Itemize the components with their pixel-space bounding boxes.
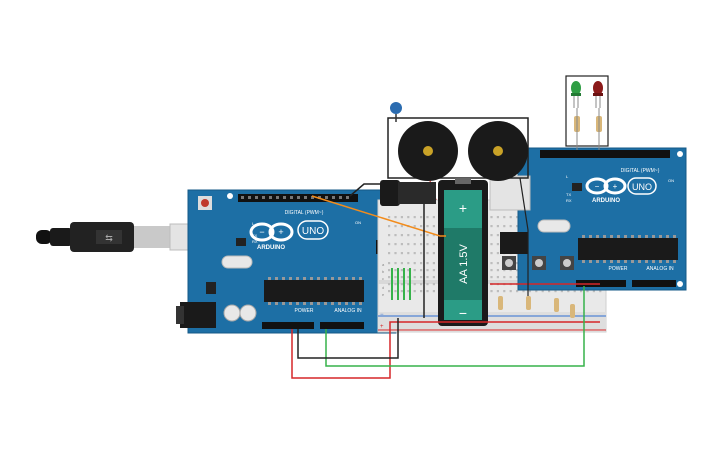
resistor-icon bbox=[574, 116, 602, 132]
bb-row-a: a bbox=[382, 262, 385, 267]
usb-cable-icon[interactable]: ⇆ bbox=[36, 222, 205, 252]
left-led-l: L bbox=[252, 221, 255, 226]
bb-row-d: d bbox=[382, 285, 384, 290]
wire-orange bbox=[311, 195, 446, 237]
bb-row-b: b bbox=[382, 269, 385, 274]
right-led-tx: TX bbox=[566, 192, 571, 197]
wire-green-main bbox=[325, 286, 585, 367]
battery-label: AA 1.5V bbox=[458, 243, 470, 283]
arduino-logo-right: − + bbox=[585, 177, 627, 195]
usb-plug-top[interactable] bbox=[380, 180, 436, 206]
bb-rail-plus: + bbox=[380, 324, 384, 330]
left-digital-label: DIGITAL (PWM~) bbox=[285, 210, 324, 216]
potentiometer-icon[interactable] bbox=[390, 102, 402, 122]
svg-text:+: + bbox=[613, 182, 618, 191]
left-led-tx: TX bbox=[252, 233, 257, 238]
left-analog-label: ANALOG IN bbox=[334, 308, 362, 314]
svg-text:−: − bbox=[595, 182, 600, 191]
red-led[interactable] bbox=[593, 81, 603, 108]
right-digital-label: DIGITAL (PWM~) bbox=[621, 168, 660, 174]
svg-text:+: + bbox=[278, 227, 283, 237]
left-model-label: UNO bbox=[302, 226, 324, 237]
bb-row-e: e bbox=[382, 292, 385, 297]
left-led-rx: RX bbox=[252, 239, 258, 244]
green-led[interactable] bbox=[571, 81, 581, 108]
arduino-logo-left: − + bbox=[249, 222, 294, 242]
led-group[interactable] bbox=[565, 75, 609, 150]
wires[interactable] bbox=[291, 177, 600, 379]
battery-plus: + bbox=[459, 200, 467, 216]
right-analog-label: ANALOG IN bbox=[646, 266, 674, 272]
bb-rail-minus: − bbox=[380, 312, 384, 318]
left-on-label: ON bbox=[355, 220, 361, 225]
left-brand-label: ARDUINO bbox=[257, 245, 285, 251]
right-on-label: ON bbox=[668, 178, 674, 183]
bb-row-c: c bbox=[382, 276, 384, 281]
piezo-buzzer-right[interactable] bbox=[468, 121, 528, 181]
piezo-buzzer-left[interactable] bbox=[387, 117, 529, 181]
right-power-label: POWER bbox=[609, 266, 628, 272]
left-power-label: POWER bbox=[295, 308, 314, 314]
battery-minus: − bbox=[459, 305, 467, 321]
right-led-l: L bbox=[566, 174, 569, 179]
wire-black-gnd bbox=[297, 318, 399, 359]
right-led-rx: RX bbox=[566, 198, 572, 203]
right-brand-label: ARDUINO bbox=[592, 198, 620, 204]
svg-text:−: − bbox=[259, 227, 264, 237]
svg-text:⇆: ⇆ bbox=[105, 233, 113, 243]
right-model-label: UNO bbox=[632, 182, 652, 192]
resistor-row bbox=[498, 296, 575, 318]
wire-red-main bbox=[291, 321, 600, 379]
battery-aa[interactable]: + − AA 1.5V bbox=[438, 178, 488, 326]
wire-black-buzzer bbox=[519, 177, 529, 296]
pushbutton-icon[interactable] bbox=[502, 256, 574, 270]
